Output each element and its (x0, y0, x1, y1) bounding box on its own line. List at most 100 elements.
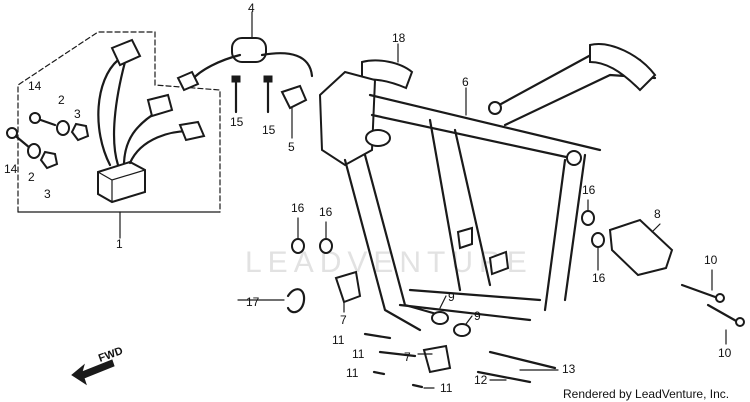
callout-labels: 4 18 6 14 2 3 14 2 3 15 15 5 1 16 16 16 … (4, 1, 732, 395)
engine-hanger-7a (334, 270, 362, 304)
bolt-11a (363, 332, 392, 340)
bolt-10b (706, 303, 740, 324)
callout-16b: 16 (319, 205, 333, 219)
callout-2b: 2 (28, 170, 35, 184)
callout-9b: 9 (474, 309, 481, 323)
plug-cap (280, 84, 308, 110)
plug-cap-group (280, 84, 308, 139)
leader-9a (439, 295, 447, 309)
ignition-coil (231, 37, 267, 63)
callout-16a: 16 (291, 201, 305, 215)
leader-8 (651, 223, 661, 233)
cdi-unit-edges (97, 169, 146, 203)
engine-hanger-7b (422, 344, 452, 374)
bolt-11d (411, 383, 424, 389)
bolt-14b-head (6, 127, 18, 139)
down-tube-front (343, 158, 422, 332)
bolt-13 (488, 350, 557, 370)
bolts-15 (231, 75, 273, 114)
callout-7b: 7 (404, 350, 411, 364)
rear-spar-b (563, 153, 587, 302)
rear-spar-a (543, 158, 567, 312)
leader-9b (465, 315, 473, 325)
coil-plug (176, 70, 200, 92)
callout-6: 6 (462, 75, 469, 89)
band-17 (286, 288, 306, 314)
callout-14a: 14 (28, 79, 42, 93)
frame-tab-top (488, 101, 502, 115)
callout-3a: 3 (74, 107, 81, 121)
bolts-10 (680, 283, 745, 327)
collars-9 (431, 311, 471, 337)
callout-10a: 10 (704, 253, 718, 267)
rear-loop (589, 43, 657, 92)
callout-16d: 16 (592, 271, 606, 285)
bolt-15b-head (263, 75, 273, 83)
callout-4: 4 (248, 1, 255, 15)
credit-text: Rendered by LeadVenture, Inc. (563, 387, 729, 401)
nut-3a (70, 122, 90, 142)
frame-body (318, 43, 657, 332)
callout-5: 5 (288, 140, 295, 154)
frame-tab-mid (488, 250, 510, 276)
callout-12: 12 (474, 373, 488, 387)
bolt-10b-head (735, 317, 745, 327)
fwd-arrow-icon (71, 359, 115, 386)
grommet-16a (291, 238, 305, 254)
grommets-16 (291, 210, 605, 254)
watermark: LEADVENTURE (245, 246, 533, 279)
coil-wire-right (260, 52, 314, 78)
callout-14b: 14 (4, 162, 18, 176)
grommet-16b (319, 238, 333, 254)
callout-11b: 11 (352, 347, 365, 361)
bolt-11c (372, 370, 386, 376)
callout-11d: 11 (440, 381, 453, 395)
fwd-indicator: FWD (71, 345, 125, 386)
nut-3b (39, 150, 59, 170)
group-bracket (17, 31, 221, 213)
callout-13: 13 (562, 362, 576, 376)
callout-11c: 11 (346, 366, 359, 380)
steering-head (318, 70, 377, 167)
wire-b (112, 60, 127, 167)
callout-18: 18 (392, 31, 406, 45)
callout-3b: 3 (44, 187, 51, 201)
collar-9b (453, 323, 471, 337)
frame-tab-left (456, 226, 473, 250)
wire-c (122, 108, 162, 165)
cradle-a (398, 303, 532, 322)
grommet-16c (581, 210, 595, 226)
bolt-10a (680, 283, 720, 300)
bracket-8 (608, 218, 674, 277)
collar-9a (431, 311, 449, 325)
bolt-12 (476, 370, 532, 384)
top-tube-lower (370, 113, 582, 162)
callout-1: 1 (116, 237, 123, 251)
bolt-10a-head (715, 293, 725, 303)
callout-15a: 15 (230, 115, 244, 129)
wire-a (97, 58, 120, 167)
washer-2a (56, 120, 70, 136)
callout-leaders (237, 199, 727, 389)
connector-right (178, 120, 206, 142)
connector-mid (146, 93, 174, 118)
washer-2b (27, 143, 41, 159)
callout-17: 17 (246, 295, 260, 309)
center-spar-a (428, 118, 462, 292)
callout-15b: 15 (262, 123, 276, 137)
bolt-11b (378, 350, 417, 358)
harness-group (6, 31, 221, 239)
center-spar-b (453, 128, 492, 287)
bolt-14a-head (29, 112, 41, 124)
callout-2a: 2 (58, 93, 65, 107)
connector-top (110, 38, 142, 67)
callout-10b: 10 (718, 346, 732, 360)
callout-7a: 7 (340, 313, 347, 327)
callout-11a: 11 (332, 333, 345, 347)
callout-8: 8 (654, 207, 661, 221)
bolts-11 (363, 332, 424, 389)
callout-9a: 9 (448, 290, 455, 304)
cradle-b (408, 288, 542, 302)
frame-tab-rear (566, 150, 582, 166)
